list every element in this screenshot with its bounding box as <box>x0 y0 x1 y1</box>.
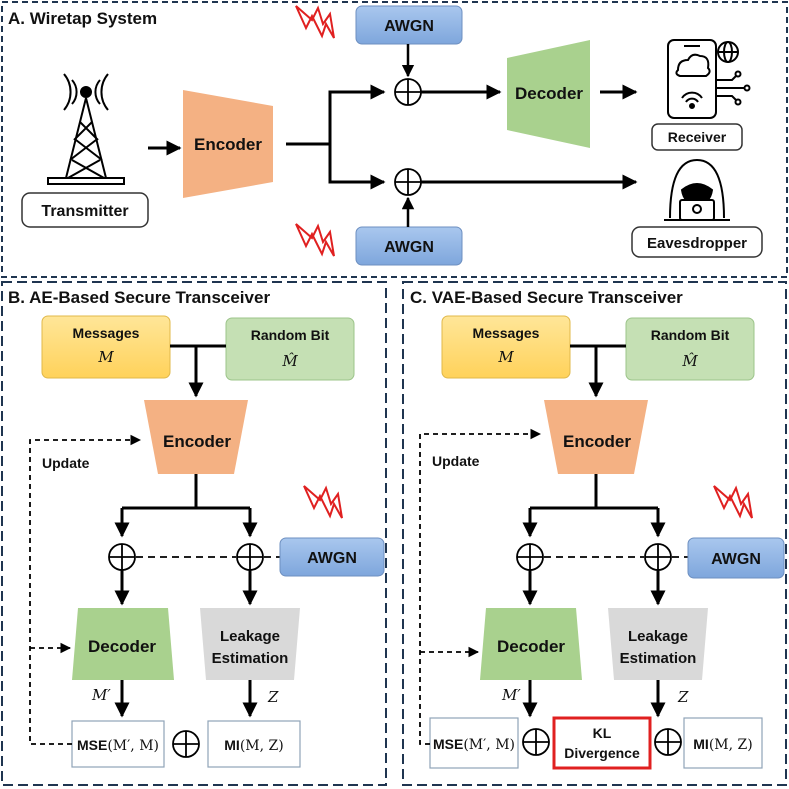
eavesdropper-hacker-icon <box>664 158 730 221</box>
awgn-c-label: AWGN <box>711 551 761 568</box>
mi-text-c: MI(M, Z) <box>693 736 752 753</box>
adder-loss-c-2 <box>654 728 682 756</box>
adder-a-top <box>394 78 422 106</box>
decoder-c-label: Decoder <box>497 637 565 656</box>
leakage-c-label-1: Leakage <box>628 628 688 645</box>
decoder-b-label: Decoder <box>88 637 156 656</box>
messages-symbol-b: M <box>97 348 114 366</box>
mse-text-b: MSE(M′, M) <box>77 737 159 754</box>
adder-loss-b <box>172 730 200 758</box>
decoder-c <box>480 608 582 680</box>
leakage-c <box>608 608 708 680</box>
messages-symbol-c: M <box>497 348 514 366</box>
awgn-c <box>687 537 785 579</box>
encoder-a-label: Encoder <box>194 135 262 154</box>
leakage-b <box>200 608 300 680</box>
panel-c-border <box>402 281 787 786</box>
awgn-b <box>279 537 385 577</box>
encoder-a <box>183 90 273 198</box>
update-label-c: Update <box>432 453 480 469</box>
adder-b-left <box>108 543 136 571</box>
arrow-encoder-top <box>286 84 386 146</box>
transmitter-tower-icon <box>47 73 125 185</box>
decoder-a <box>507 40 590 148</box>
arrow-encoder-bottom <box>328 144 386 190</box>
lightning-b-icon <box>303 485 343 519</box>
panel-b-border <box>1 281 387 786</box>
mse-text-c: MSE(M′, M) <box>433 736 515 753</box>
awgn-a-bottom-label: AWGN <box>384 239 434 256</box>
mi-box-c <box>683 717 763 769</box>
mse-box-b <box>71 720 165 768</box>
mi-box-b <box>207 720 301 768</box>
z-b: Z <box>267 688 279 706</box>
encoder-b-label: Encoder <box>163 432 231 451</box>
random-bit-label-b: Random Bit <box>251 327 330 343</box>
leakage-b-label-2: Estimation <box>212 650 289 667</box>
random-bit-box-c <box>625 317 755 381</box>
receiver-label: Receiver <box>668 129 727 145</box>
awgn-a-top-label: AWGN <box>384 18 434 35</box>
update-loop-c <box>419 428 542 745</box>
transmitter-label: Transmitter <box>41 203 128 220</box>
adder-loss-c-1 <box>522 728 550 756</box>
receiver-box <box>651 123 743 151</box>
z-c: Z <box>677 688 689 706</box>
decoder-a-label: Decoder <box>515 84 583 103</box>
receiver-phone-icon <box>667 39 751 119</box>
panel-a-title: A. Wiretap System <box>8 9 157 28</box>
leakage-b-label-1: Leakage <box>220 628 280 645</box>
encoder-c-label: Encoder <box>563 432 631 451</box>
awgn-b-label: AWGN <box>307 550 357 567</box>
messages-label-c: Messages <box>473 325 540 341</box>
kl-label-1: KL <box>593 725 612 741</box>
random-bit-box-b <box>225 317 355 381</box>
m-prime-c: M′ <box>501 686 521 704</box>
adder-c-right <box>644 543 672 571</box>
kl-divergence-box <box>552 716 652 770</box>
update-loop-b <box>29 434 142 745</box>
eavesdropper-box <box>631 226 763 258</box>
random-bit-label-c: Random Bit <box>651 327 730 343</box>
panel-c-title: C. VAE-Based Secure Transceiver <box>410 288 683 307</box>
encoder-c <box>544 400 648 474</box>
panel-a-border <box>1 1 788 278</box>
adder-c-left <box>516 543 544 571</box>
eavesdropper-label: Eavesdropper <box>647 235 747 252</box>
lightning-top-icon <box>295 5 335 39</box>
lightning-c-icon <box>713 485 753 519</box>
transmitter-box <box>21 192 149 228</box>
adder-a-bottom <box>394 168 422 196</box>
kl-label-2: Divergence <box>564 745 640 761</box>
leakage-c-label-2: Estimation <box>620 650 697 667</box>
random-bit-symbol-b: M̂ <box>281 352 298 370</box>
update-label-b: Update <box>42 455 90 471</box>
decoder-b <box>72 608 174 680</box>
mse-box-c <box>429 717 519 769</box>
m-prime-b: M′ <box>91 686 111 704</box>
panel-b-title: B. AE-Based Secure Transceiver <box>8 288 270 307</box>
lightning-bottom-icon <box>295 223 335 257</box>
messages-label-b: Messages <box>73 325 140 341</box>
mi-text-b: MI(M, Z) <box>224 737 283 754</box>
encoder-b <box>144 400 248 474</box>
random-bit-symbol-c: M̂ <box>681 352 698 370</box>
adder-b-right <box>236 543 264 571</box>
